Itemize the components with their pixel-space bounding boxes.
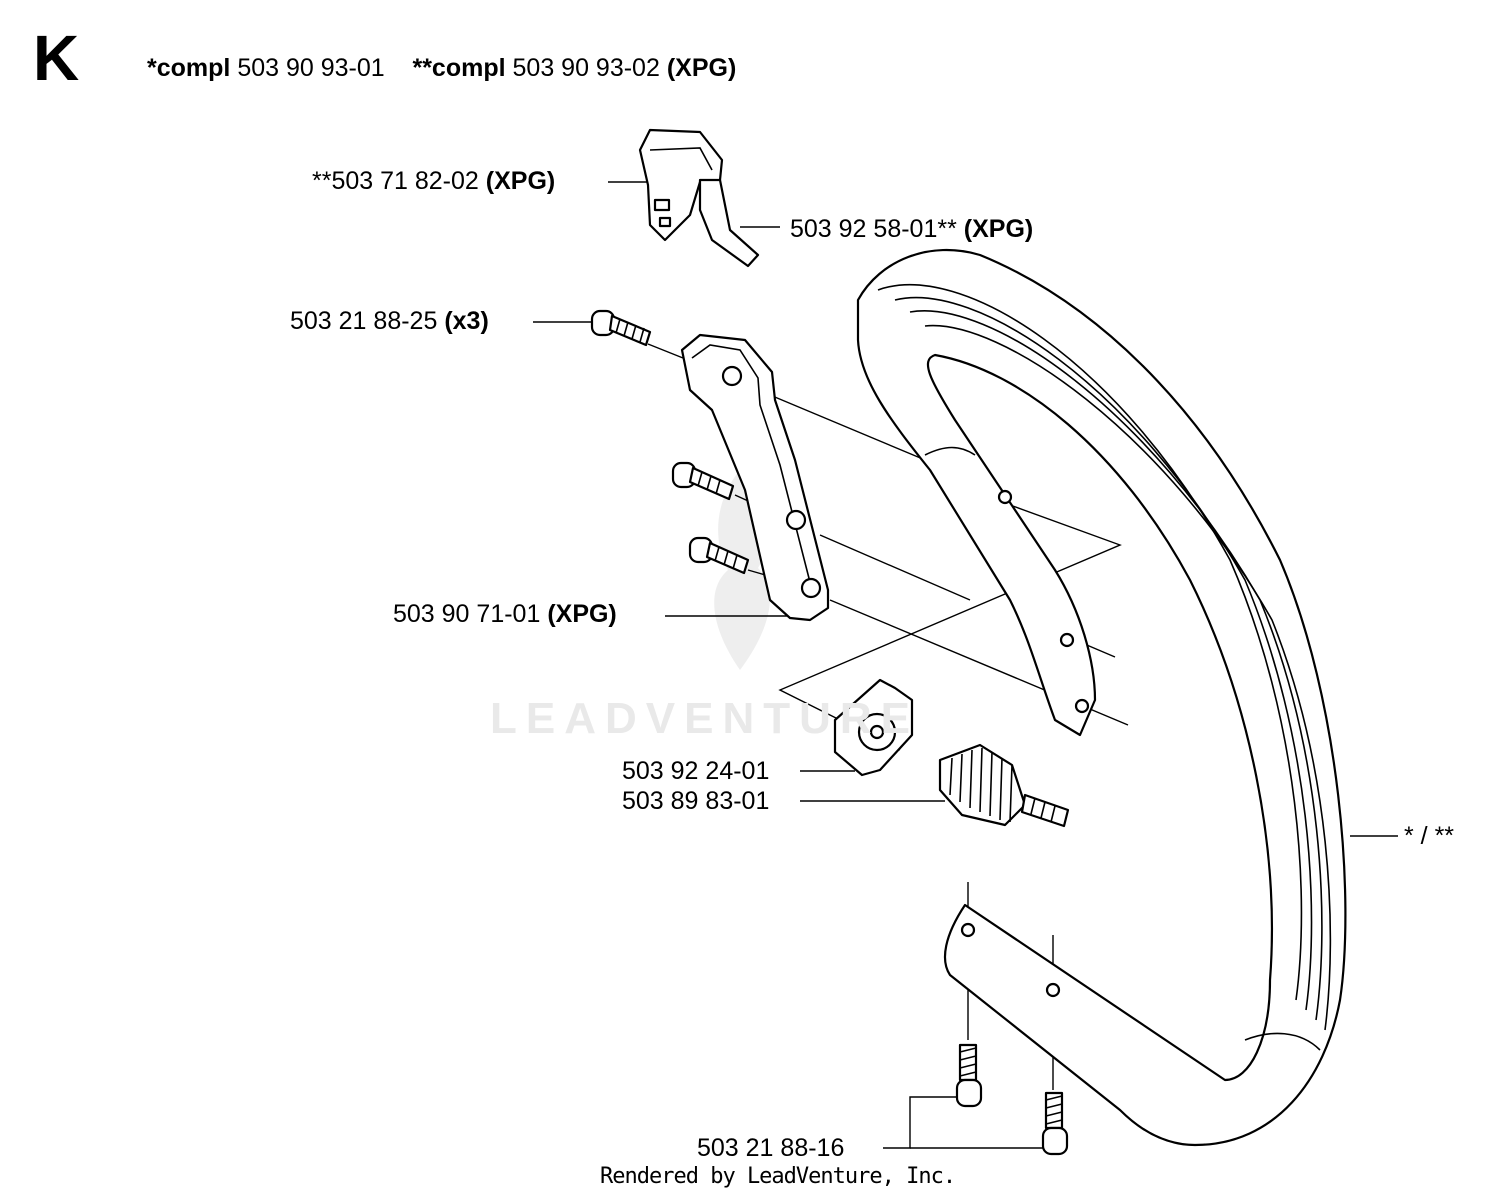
callout-number: 503 21 88-16 (697, 1134, 845, 1162)
damper-mount-part (833, 678, 914, 777)
screw-side-upper-part (671, 461, 735, 501)
callout-trigger-lever[interactable]: 503 92 58-01** (XPG) (790, 217, 1033, 242)
section-letter: K (33, 22, 80, 94)
callout-damper-mount[interactable]: 503 92 24-01 (622, 759, 769, 784)
callout-number: 503 92 58-01** (790, 215, 957, 243)
callout-number: 503 89 83-01 (622, 787, 770, 815)
watermark-text: LEADVENTURE (490, 694, 920, 743)
screw-top-part (590, 309, 652, 347)
callout-number: * / ** (1404, 822, 1455, 850)
callout-screw-top[interactable]: 503 21 88-25 (x3) (290, 309, 489, 334)
compl2-prefix: **compl (412, 54, 506, 82)
callout-screw-bottom[interactable]: 503 21 88-16 (697, 1136, 844, 1161)
leader-lines (533, 181, 1398, 1149)
screw-bottom-right-part (1041, 1091, 1069, 1156)
compl2-suffix: (XPG) (666, 54, 737, 82)
callout-note: (x3) (444, 307, 489, 335)
trigger-housing-part (638, 128, 724, 242)
callout-trigger-housing[interactable]: **503 71 82-02 (XPG) (312, 169, 555, 194)
front-handle-part (856, 248, 1347, 1147)
trigger-lever-part (698, 178, 760, 268)
compl2-number: 503 90 93-02 (512, 54, 660, 82)
callout-number: 503 92 24-01 (622, 757, 770, 785)
compl1-number: 503 90 93-01 (237, 54, 385, 82)
screw-side-lower-part (688, 536, 750, 575)
callout-number: **503 71 82-02 (312, 167, 479, 195)
callout-spring[interactable]: 503 89 83-01 (622, 789, 769, 814)
callout-bracket[interactable]: 503 90 71-01 (XPG) (393, 602, 617, 627)
screw-bottom-left-part (955, 1043, 983, 1108)
compl1-prefix: *compl (147, 54, 231, 82)
callout-handle[interactable]: * / ** (1404, 824, 1454, 849)
kit-header: *compl 503 90 93-01 **compl 503 90 93-02… (147, 56, 736, 81)
callout-number: 503 21 88-25 (290, 307, 438, 335)
callout-note: (XPG) (963, 215, 1034, 243)
callout-number: 503 90 71-01 (393, 600, 541, 628)
callout-note: (XPG) (485, 167, 556, 195)
footer-credit: Rendered by LeadVenture, Inc. (600, 1164, 956, 1189)
bracket-part (680, 333, 830, 622)
callout-note: (XPG) (547, 600, 617, 628)
spring-part (938, 743, 1070, 828)
